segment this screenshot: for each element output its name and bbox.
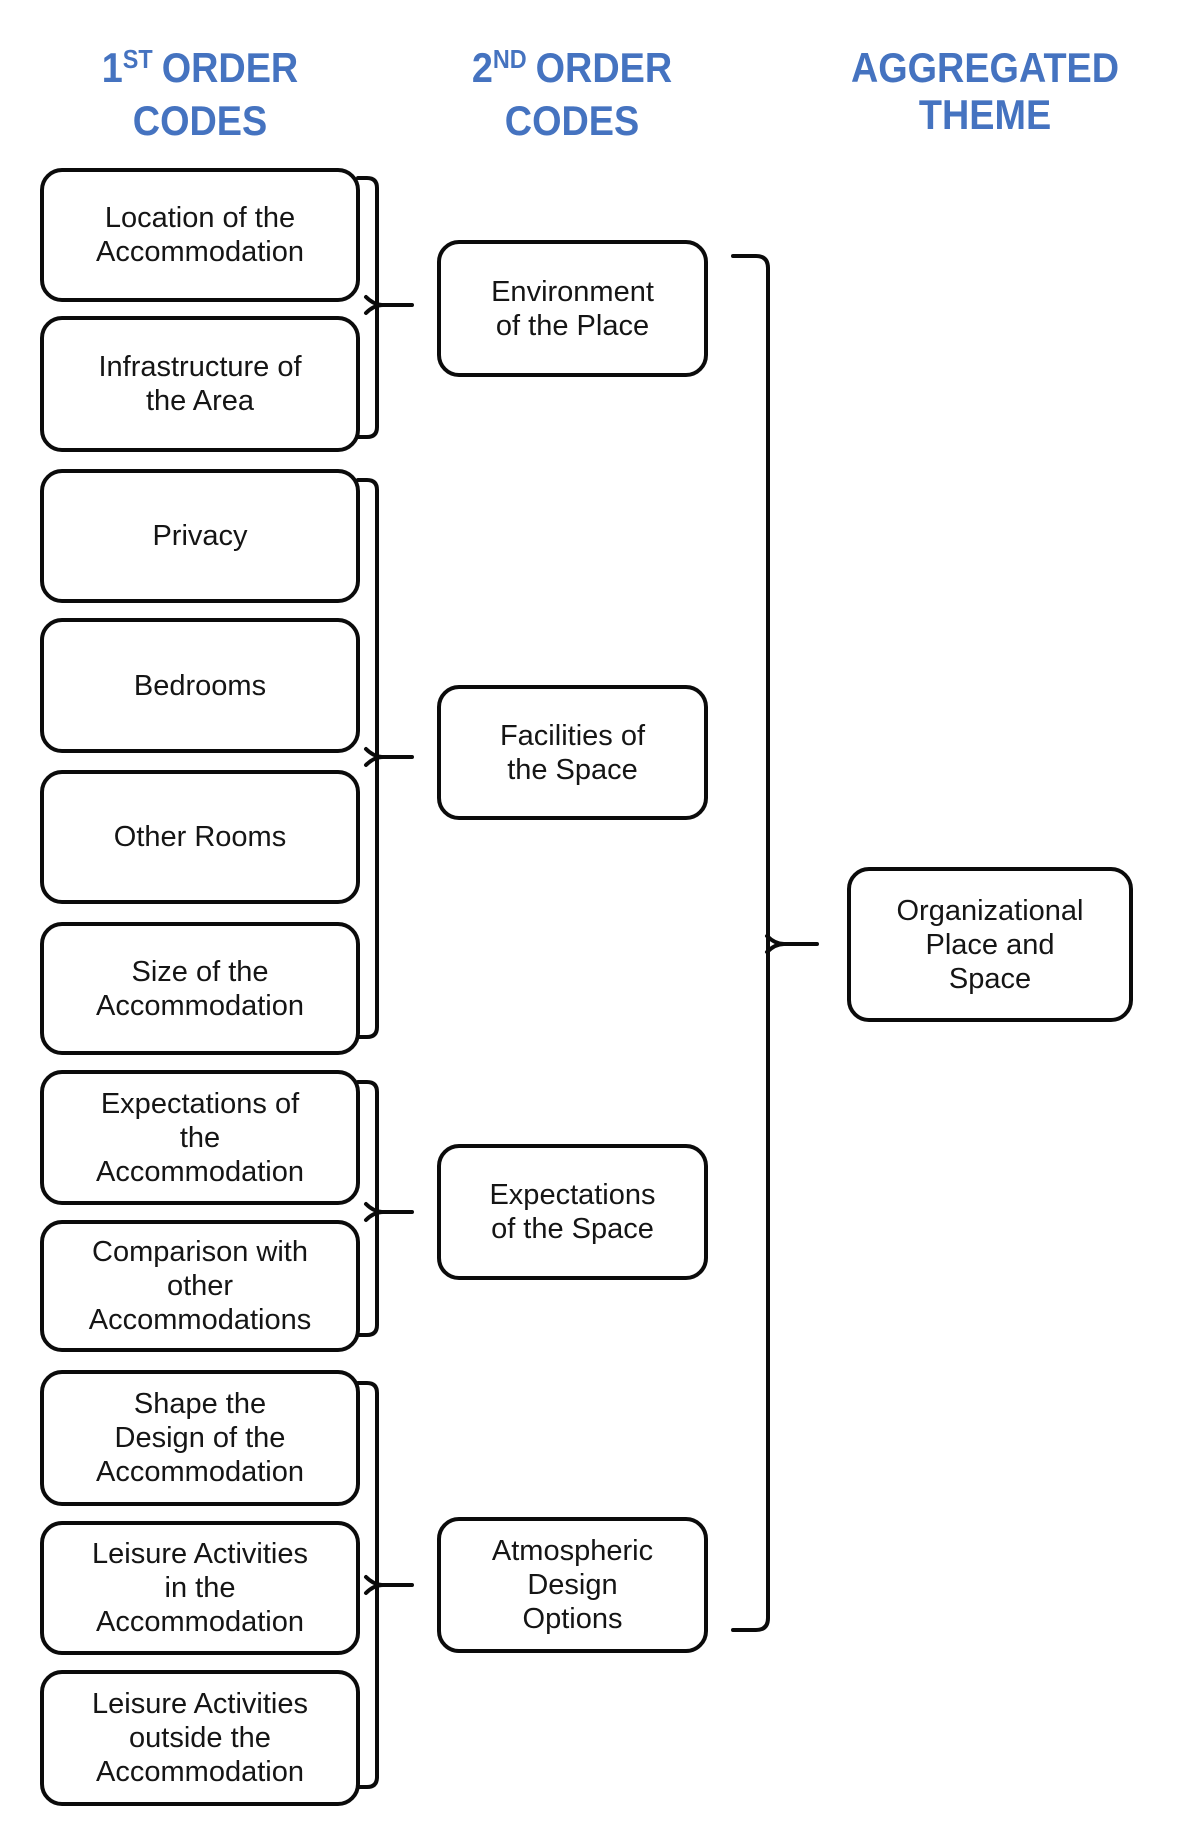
header-line-1: 1ST ORDER	[56, 44, 344, 97]
header-line-1: 2ND ORDER	[428, 44, 716, 97]
bracket-facilities-group	[356, 478, 414, 1039]
header-word: ORDER	[161, 44, 299, 91]
first-order-box-shape-design-of-accommodation: Shape the Design of the Accommodation	[40, 1370, 360, 1506]
first-order-box-other-rooms: Other Rooms	[40, 770, 360, 904]
header-aggregated-theme: AGGREGATED THEME	[841, 44, 1129, 138]
second-order-box-environment-of-place: Environment of the Place	[437, 240, 708, 377]
bracket-atmospheric-group	[356, 1381, 414, 1789]
header-line-1: AGGREGATED	[850, 44, 1120, 91]
header-number: 2	[471, 44, 493, 91]
first-order-box-comparison-with-other-accommodations: Comparison with other Accommodations	[40, 1220, 360, 1352]
bracket-expectations-group	[356, 1080, 414, 1337]
second-order-box-facilities-of-space: Facilities of the Space	[437, 685, 708, 820]
header-word: ORDER	[535, 44, 673, 91]
header-line-2: THEME	[918, 91, 1052, 138]
aggregated-theme-box-organizational-place-and-space: Organizational Place and Space	[847, 867, 1133, 1022]
first-order-box-infrastructure-of-area: Infrastructure of the Area	[40, 316, 360, 452]
first-order-box-expectations-of-accommodation: Expectations of the Accommodation	[40, 1070, 360, 1205]
first-order-box-size-of-accommodation: Size of the Accommodation	[40, 922, 360, 1055]
header-second-order-codes: 2ND ORDER CODES	[428, 44, 716, 144]
header-ordinal-suffix: ST	[122, 44, 153, 74]
first-order-box-leisure-activities-outside-accommodation: Leisure Activities outside the Accommoda…	[40, 1670, 360, 1806]
header-line-2: CODES	[504, 97, 640, 144]
bracket-environment-group	[356, 176, 414, 439]
second-order-box-atmospheric-design-options: Atmospheric Design Options	[437, 1517, 708, 1653]
first-order-box-location-of-accommodation: Location of the Accommodation	[40, 168, 360, 302]
header-number: 1	[101, 44, 123, 91]
header-line-2: CODES	[132, 97, 268, 144]
header-ordinal-suffix: ND	[492, 44, 527, 74]
second-order-box-expectations-of-space: Expectations of the Space	[437, 1144, 708, 1280]
first-order-box-bedrooms: Bedrooms	[40, 618, 360, 753]
header-first-order-codes: 1ST ORDER CODES	[56, 44, 344, 144]
first-order-box-privacy: Privacy	[40, 469, 360, 603]
bracket-aggregated-theme	[731, 254, 819, 1632]
first-order-box-leisure-activities-in-accommodation: Leisure Activities in the Accommodation	[40, 1521, 360, 1655]
